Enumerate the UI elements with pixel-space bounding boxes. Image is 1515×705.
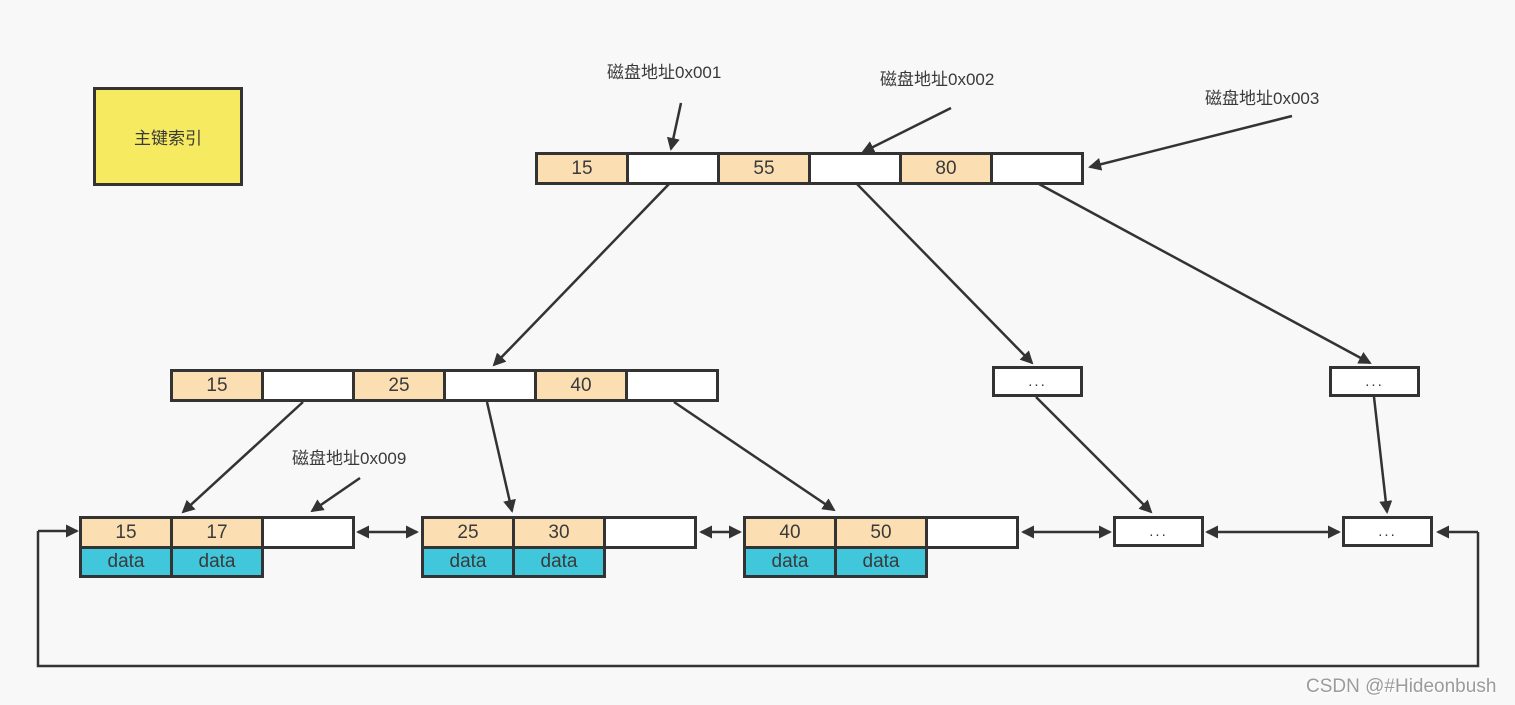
leaf-data-row: data data	[421, 546, 697, 578]
key-cell: 55	[717, 152, 811, 185]
key-cell: 80	[899, 152, 993, 185]
key-cell: 40	[534, 369, 628, 402]
pointer-cell	[261, 516, 355, 549]
leaf-key-row: 15 17	[79, 516, 355, 549]
data-cell: data	[170, 546, 264, 578]
data-cell: data	[834, 546, 928, 578]
pointer-cell	[443, 369, 537, 402]
arrow-internal-to-leaf2	[485, 401, 516, 513]
key-cell: 15	[535, 152, 629, 185]
key-cell: 30	[512, 516, 606, 549]
key-cell: 15	[79, 516, 173, 549]
key-cell: 17	[170, 516, 264, 549]
leaf-dots-node-left: ...	[1113, 516, 1204, 547]
pointer-cell	[808, 152, 902, 185]
pointer-cell	[990, 152, 1084, 185]
arrow-internal-to-leaf1	[181, 401, 304, 514]
pointer-cell	[603, 516, 697, 549]
leaf-node-3: 40 50 data data	[743, 516, 1019, 578]
leaf-data-row: data data	[79, 546, 355, 578]
leaf-key-row: 25 30	[421, 516, 697, 549]
key-cell: 25	[421, 516, 515, 549]
pointer-cell	[261, 369, 355, 402]
arrow-root-to-dots-right	[1038, 182, 1372, 365]
arrow-root-to-internal	[492, 183, 670, 367]
key-cell: 15	[170, 369, 264, 402]
watermark: CSDN @#Hideonbush	[1306, 676, 1497, 697]
data-cell: data	[512, 546, 606, 578]
legend-note: 主键索引	[93, 87, 243, 186]
internal-dots-node-left: ...	[992, 366, 1083, 397]
arrow-internal-to-leaf3	[673, 400, 836, 512]
legend-note-label: 主键索引	[134, 129, 202, 148]
data-cell: data	[421, 546, 515, 578]
arrow-root-to-dots-left	[856, 183, 1034, 365]
leaf-key-row: 40 50	[743, 516, 1019, 549]
key-cell: 50	[834, 516, 928, 549]
arrow-label-0x002	[861, 106, 952, 154]
disk-address-label-0x009: 磁盘地址0x009	[292, 449, 407, 468]
arrow-label-0x003	[1088, 114, 1293, 171]
leaf-node-2: 25 30 data data	[421, 516, 697, 578]
key-cell: 25	[352, 369, 446, 402]
internal-dots-node-right: ...	[1329, 366, 1420, 397]
leaf-data-row: data data	[743, 546, 1019, 578]
arrow-label-0x001	[666, 102, 683, 151]
disk-address-label-0x003: 磁盘地址0x003	[1205, 89, 1320, 108]
pointer-cell	[625, 369, 719, 402]
root-node: 15 55 80	[535, 152, 1084, 185]
pointer-cell	[925, 516, 1019, 549]
arrow-dotsright-to-leafdots	[1372, 396, 1393, 514]
key-cell: 40	[743, 516, 837, 549]
disk-address-label-0x001: 磁盘地址0x001	[607, 63, 722, 82]
arrow-dotsleft-to-leafdots	[1035, 396, 1153, 514]
data-cell: data	[79, 546, 173, 578]
disk-address-label-0x002: 磁盘地址0x002	[880, 70, 995, 89]
arrow-label-0x009	[310, 476, 361, 513]
pointer-cell	[626, 152, 720, 185]
leaf-node-1: 15 17 data data	[79, 516, 355, 578]
internal-node: 15 25 40	[170, 369, 719, 402]
data-cell: data	[743, 546, 837, 578]
leaf-dots-node-right: ...	[1342, 516, 1433, 547]
